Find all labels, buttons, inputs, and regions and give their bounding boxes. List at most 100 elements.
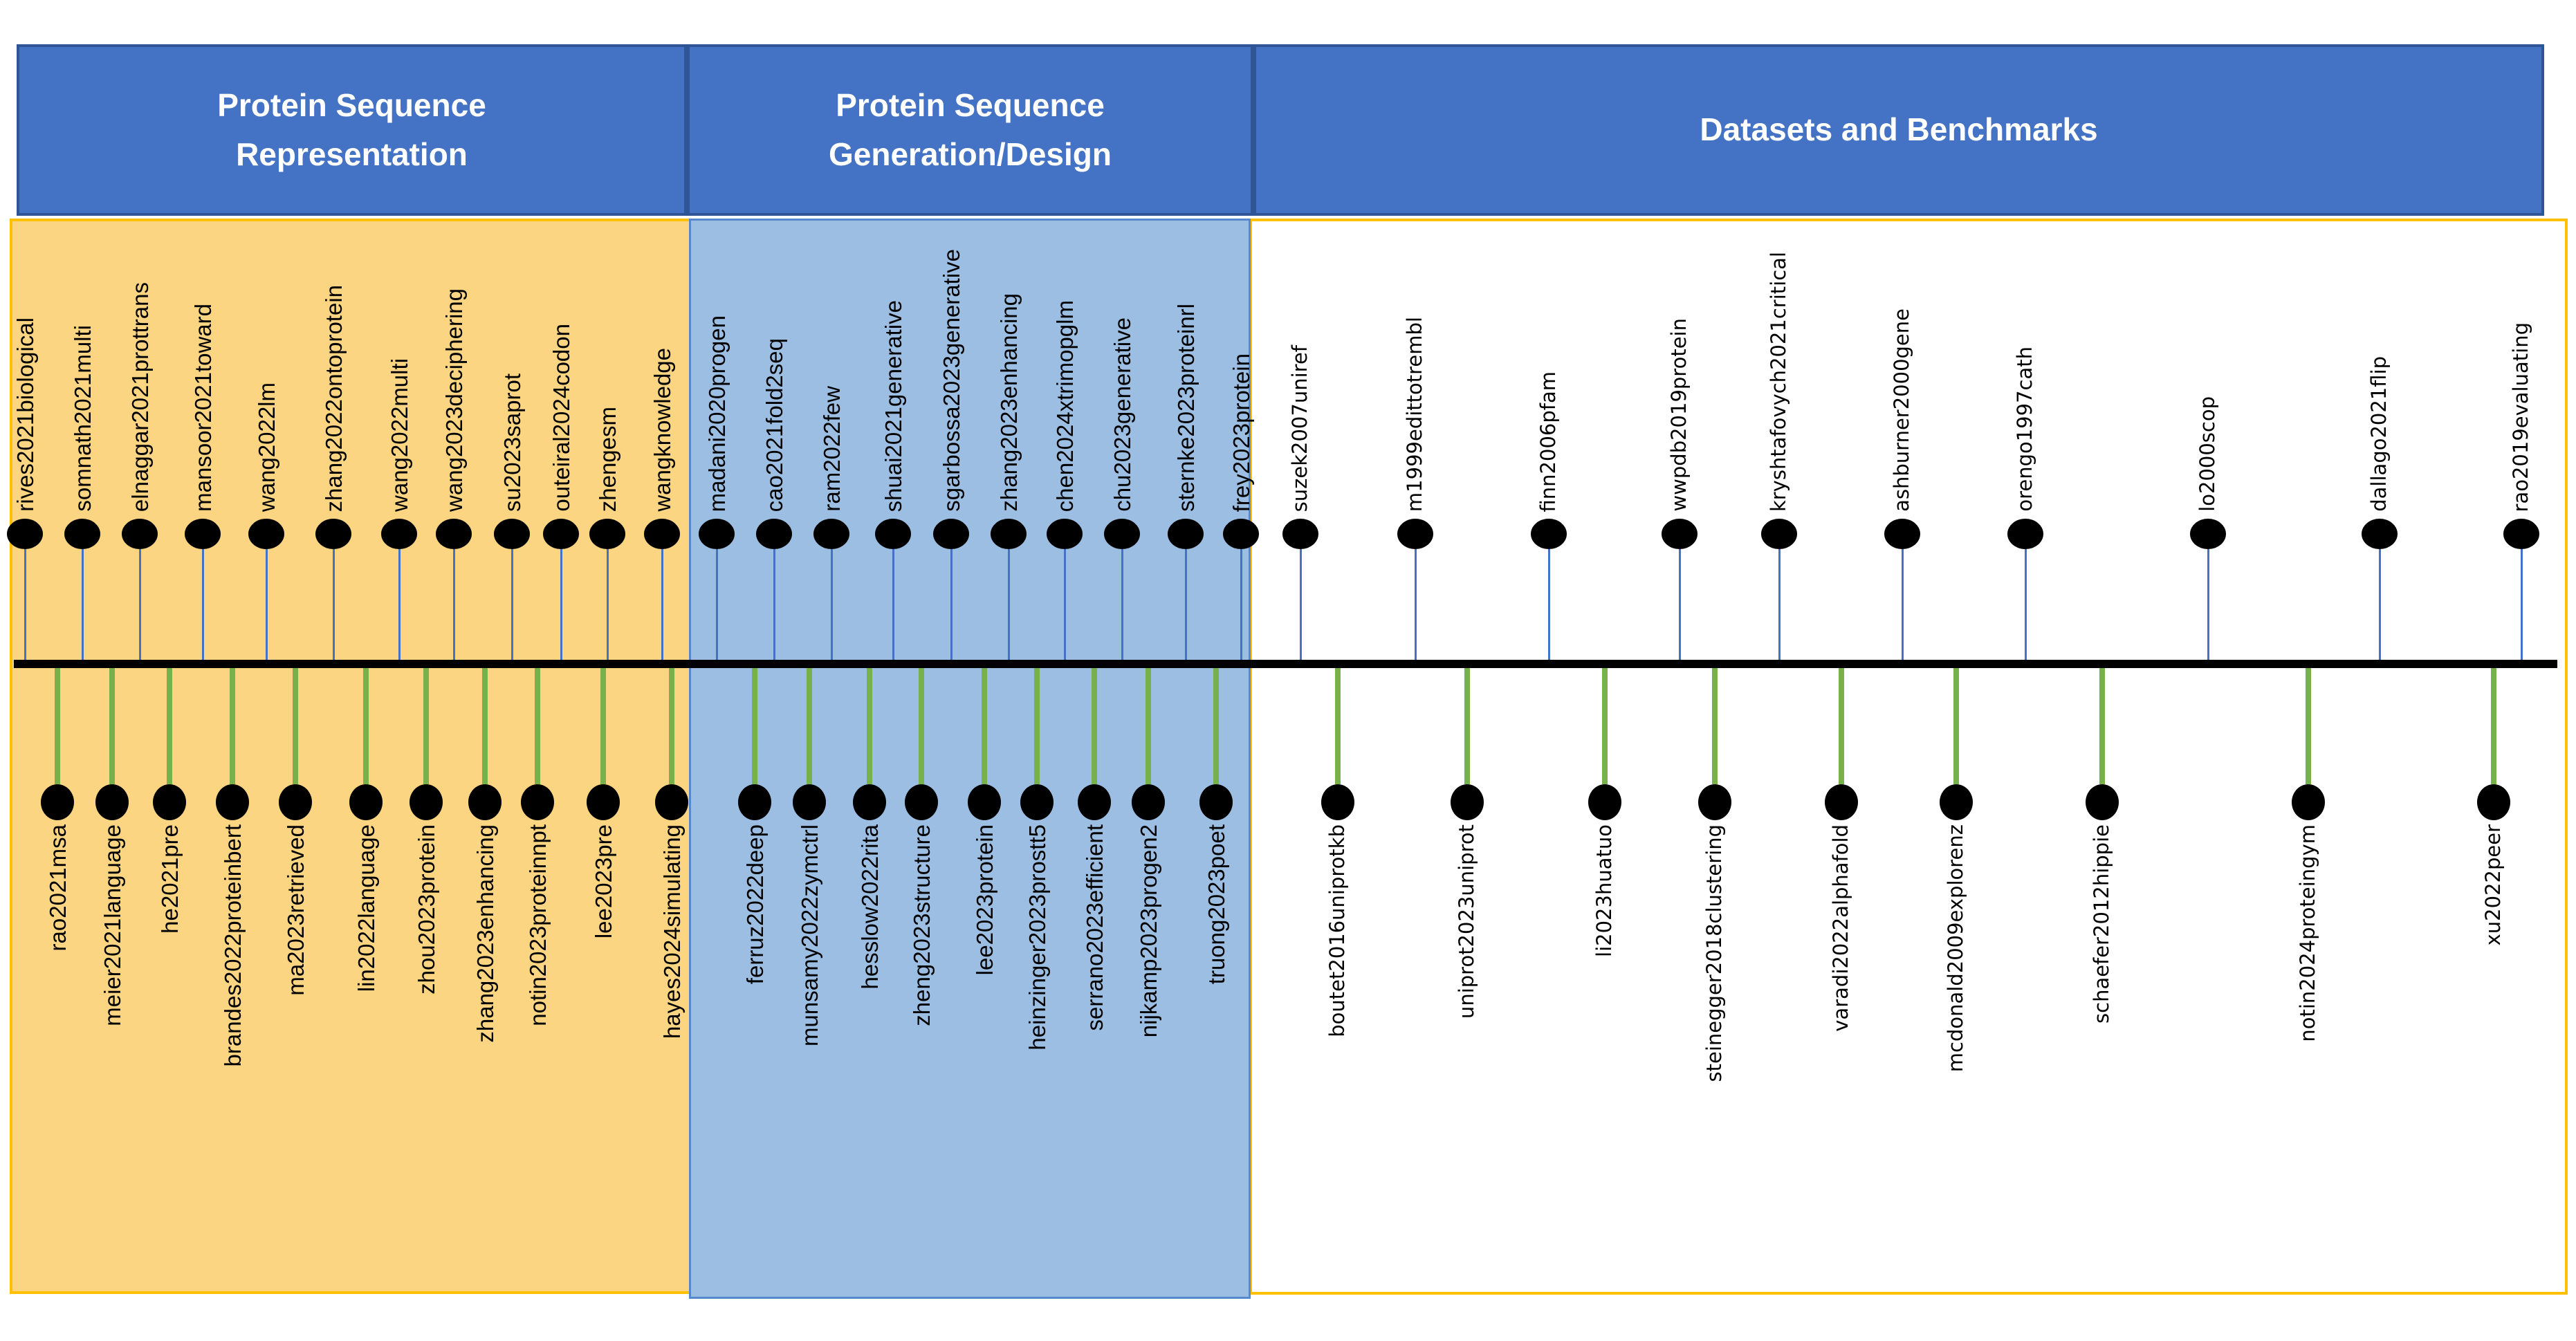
timeline-item-label: sternke2023proteinrl [1173,304,1199,512]
timeline-dot-top [756,519,792,549]
timeline-item-label: zhang2023enhancing [472,824,498,1043]
timeline-item-label: ram2022few [819,386,845,512]
timeline-dot-bottom [279,784,312,820]
timeline-item-label: sgarbossa2023generative [939,249,964,512]
bottom-connector-line [55,664,60,784]
timeline-item-label: cao2021fold2seq [762,337,787,512]
bottom-connector-line [919,664,924,784]
timeline-dot-bottom [1451,784,1484,820]
top-connector-line [2521,548,2523,661]
bottom-connector-line [535,664,540,784]
top-connector-line [560,548,562,661]
header-datasets-and-benchmarks: Datasets and Benchmarks [1253,44,2544,216]
timeline-item-label: orengo1997cath [2013,346,2036,512]
timeline-item-label: dallago2021flip [2367,356,2391,512]
timeline-item-label: rives2021biological [12,317,38,512]
top-connector-line [2025,548,2027,661]
timeline-dot-bottom [1132,784,1165,820]
timeline-dot-bottom [587,784,620,820]
timeline-dot-bottom [968,784,1001,820]
bottom-connector-line [669,664,674,784]
timeline-item-label: chen2024xtrimopglm [1052,299,1078,512]
timeline-item-label: elnaggar2021prottrans [127,281,153,512]
timeline-dot-top [436,519,472,549]
timeline-item-label: mansoor2021toward [190,304,216,512]
timeline-item-label: nijkamp2023progen2 [1136,824,1161,1038]
top-connector-line [453,548,455,661]
bottom-connector-line [1839,664,1844,784]
bottom-connector-line [363,664,369,784]
timeline-dot-top [644,519,680,549]
top-connector-line [892,548,894,661]
timeline-dot-bottom [1199,784,1233,820]
timeline-item-label: notin2023proteinnpt [525,824,551,1026]
timeline-dot-top [1531,519,1567,549]
bottom-connector-line [1953,664,1959,784]
bottom-connector-line [2306,664,2311,784]
representation-section-area [10,219,692,1294]
timeline-dot-top [315,519,351,549]
timeline-dot-bottom [853,784,886,820]
top-connector-line [1548,548,1550,661]
header-protein-sequence-generation-design: Protein Sequence Generation/Design [687,44,1253,216]
bottom-connector-line [867,664,872,784]
bottom-connector-line [293,664,298,784]
timeline-dot-bottom [468,784,502,820]
timeline-dot-top [2007,519,2043,549]
bottom-connector-line [1213,664,1219,784]
top-connector-line [2379,548,2381,661]
top-connector-line [1064,548,1066,661]
timeline-item-label: zhang2022ontoprotein [321,284,347,512]
timeline-dot-top [1168,519,1204,549]
timeline-item-label: he2021pre [157,824,183,934]
bottom-connector-line [167,664,172,784]
timeline-dot-bottom [1825,784,1858,820]
bottom-connector-line [1712,664,1718,784]
timeline-dot-top [543,519,579,549]
timeline-item-label: kryshtafovych2021critical [1767,251,1790,512]
bottom-connector-line [1034,664,1040,784]
timeline-item-label: zheng2023structure [909,824,935,1026]
timeline-dot-top [64,519,100,549]
top-connector-line [661,548,663,661]
bottom-connector-line [2491,664,2496,784]
generation-section-area [689,219,1251,1299]
timeline-dot-bottom [41,784,74,820]
timeline-dot-top [2362,519,2398,549]
bottom-connector-line [1092,664,1097,784]
timeline-dot-bottom [738,784,771,820]
bottom-connector-line [230,664,235,784]
timeline-dot-bottom [1321,784,1354,820]
timeline-item-label: brandes2022proteinbert [220,824,246,1067]
timeline-item-label: shuai2021generative [881,299,906,512]
timeline-item-label: uniprot2023uniprot [1455,824,1478,1019]
timeline-dot-top [248,519,284,549]
top-connector-line [1415,548,1417,661]
top-connector-line [333,548,335,661]
top-connector-line [1121,548,1123,661]
timeline-item-label: heinzinger2023prostt5 [1024,824,1050,1051]
timeline-item-label: varadi2022alphafold [1829,824,1852,1032]
timeline-item-label: somnath2021multi [70,325,95,512]
timeline-item-label: ma2023retrieved [283,824,309,996]
top-connector-line [1679,548,1681,661]
timeline-item-label: rao2021msa [45,824,71,952]
timeline-dot-bottom [655,784,688,820]
timeline-dot-bottom [2086,784,2119,820]
bottom-connector-line [807,664,812,784]
top-connector-line [398,548,401,661]
timeline-item-label: mcdonald2009explorenz [1944,824,1967,1073]
timeline-item-label: boutet2016uniprotkb [1325,824,1349,1037]
top-connector-line [831,548,833,661]
timeline-dot-top [589,519,625,549]
timeline-dot-bottom [95,784,129,820]
timeline-dot-top [875,519,911,549]
top-connector-line [1240,548,1242,661]
timeline-dot-bottom [216,784,249,820]
timeline-item-label: schaefer2012hippie [2090,824,2113,1024]
timeline-item-label: frey2023protein [1229,353,1254,512]
timeline-item-label: madani2020progen [704,315,730,512]
timeline-item-label: wang2023deciphering [441,288,467,512]
timeline-item-label: lin2022language [353,824,379,992]
timeline-item-label: zhang2023enhancing [996,293,1022,512]
